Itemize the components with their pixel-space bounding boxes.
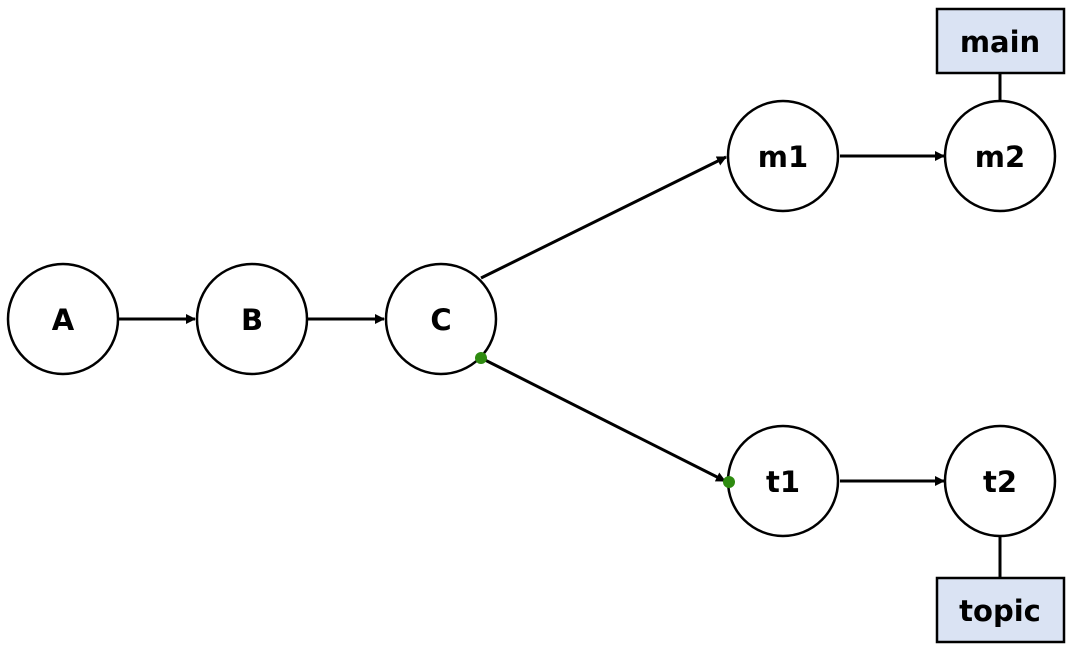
branch-label-topic-text: topic <box>959 594 1041 628</box>
connection-handle-dot[interactable] <box>723 476 735 488</box>
commit-label-A: A <box>52 303 75 337</box>
commit-node-t1: t1 <box>726 424 840 538</box>
commit-node-m1: m1 <box>726 99 840 213</box>
commit-label-t1: t1 <box>766 465 800 499</box>
commit-node-C: C <box>384 262 498 376</box>
branch-label-topic: topic <box>935 576 1066 644</box>
commit-node-t2: t2 <box>943 424 1057 538</box>
connection-handle-dot[interactable] <box>475 352 487 364</box>
commit-node-m2: m2 <box>943 99 1057 213</box>
commit-node-A: A <box>6 262 120 376</box>
commit-node-B: B <box>195 262 309 376</box>
commit-label-m2: m2 <box>975 140 1025 174</box>
commit-label-t2: t2 <box>983 465 1017 499</box>
commit-label-C: C <box>430 303 451 337</box>
edge-C-t1 <box>480 356 726 483</box>
edge-C-m1 <box>480 155 727 280</box>
branch-label-main-text: main <box>960 25 1040 59</box>
commit-label-B: B <box>241 303 263 337</box>
commit-label-m1: m1 <box>758 140 808 174</box>
branch-label-main: main <box>935 7 1066 75</box>
